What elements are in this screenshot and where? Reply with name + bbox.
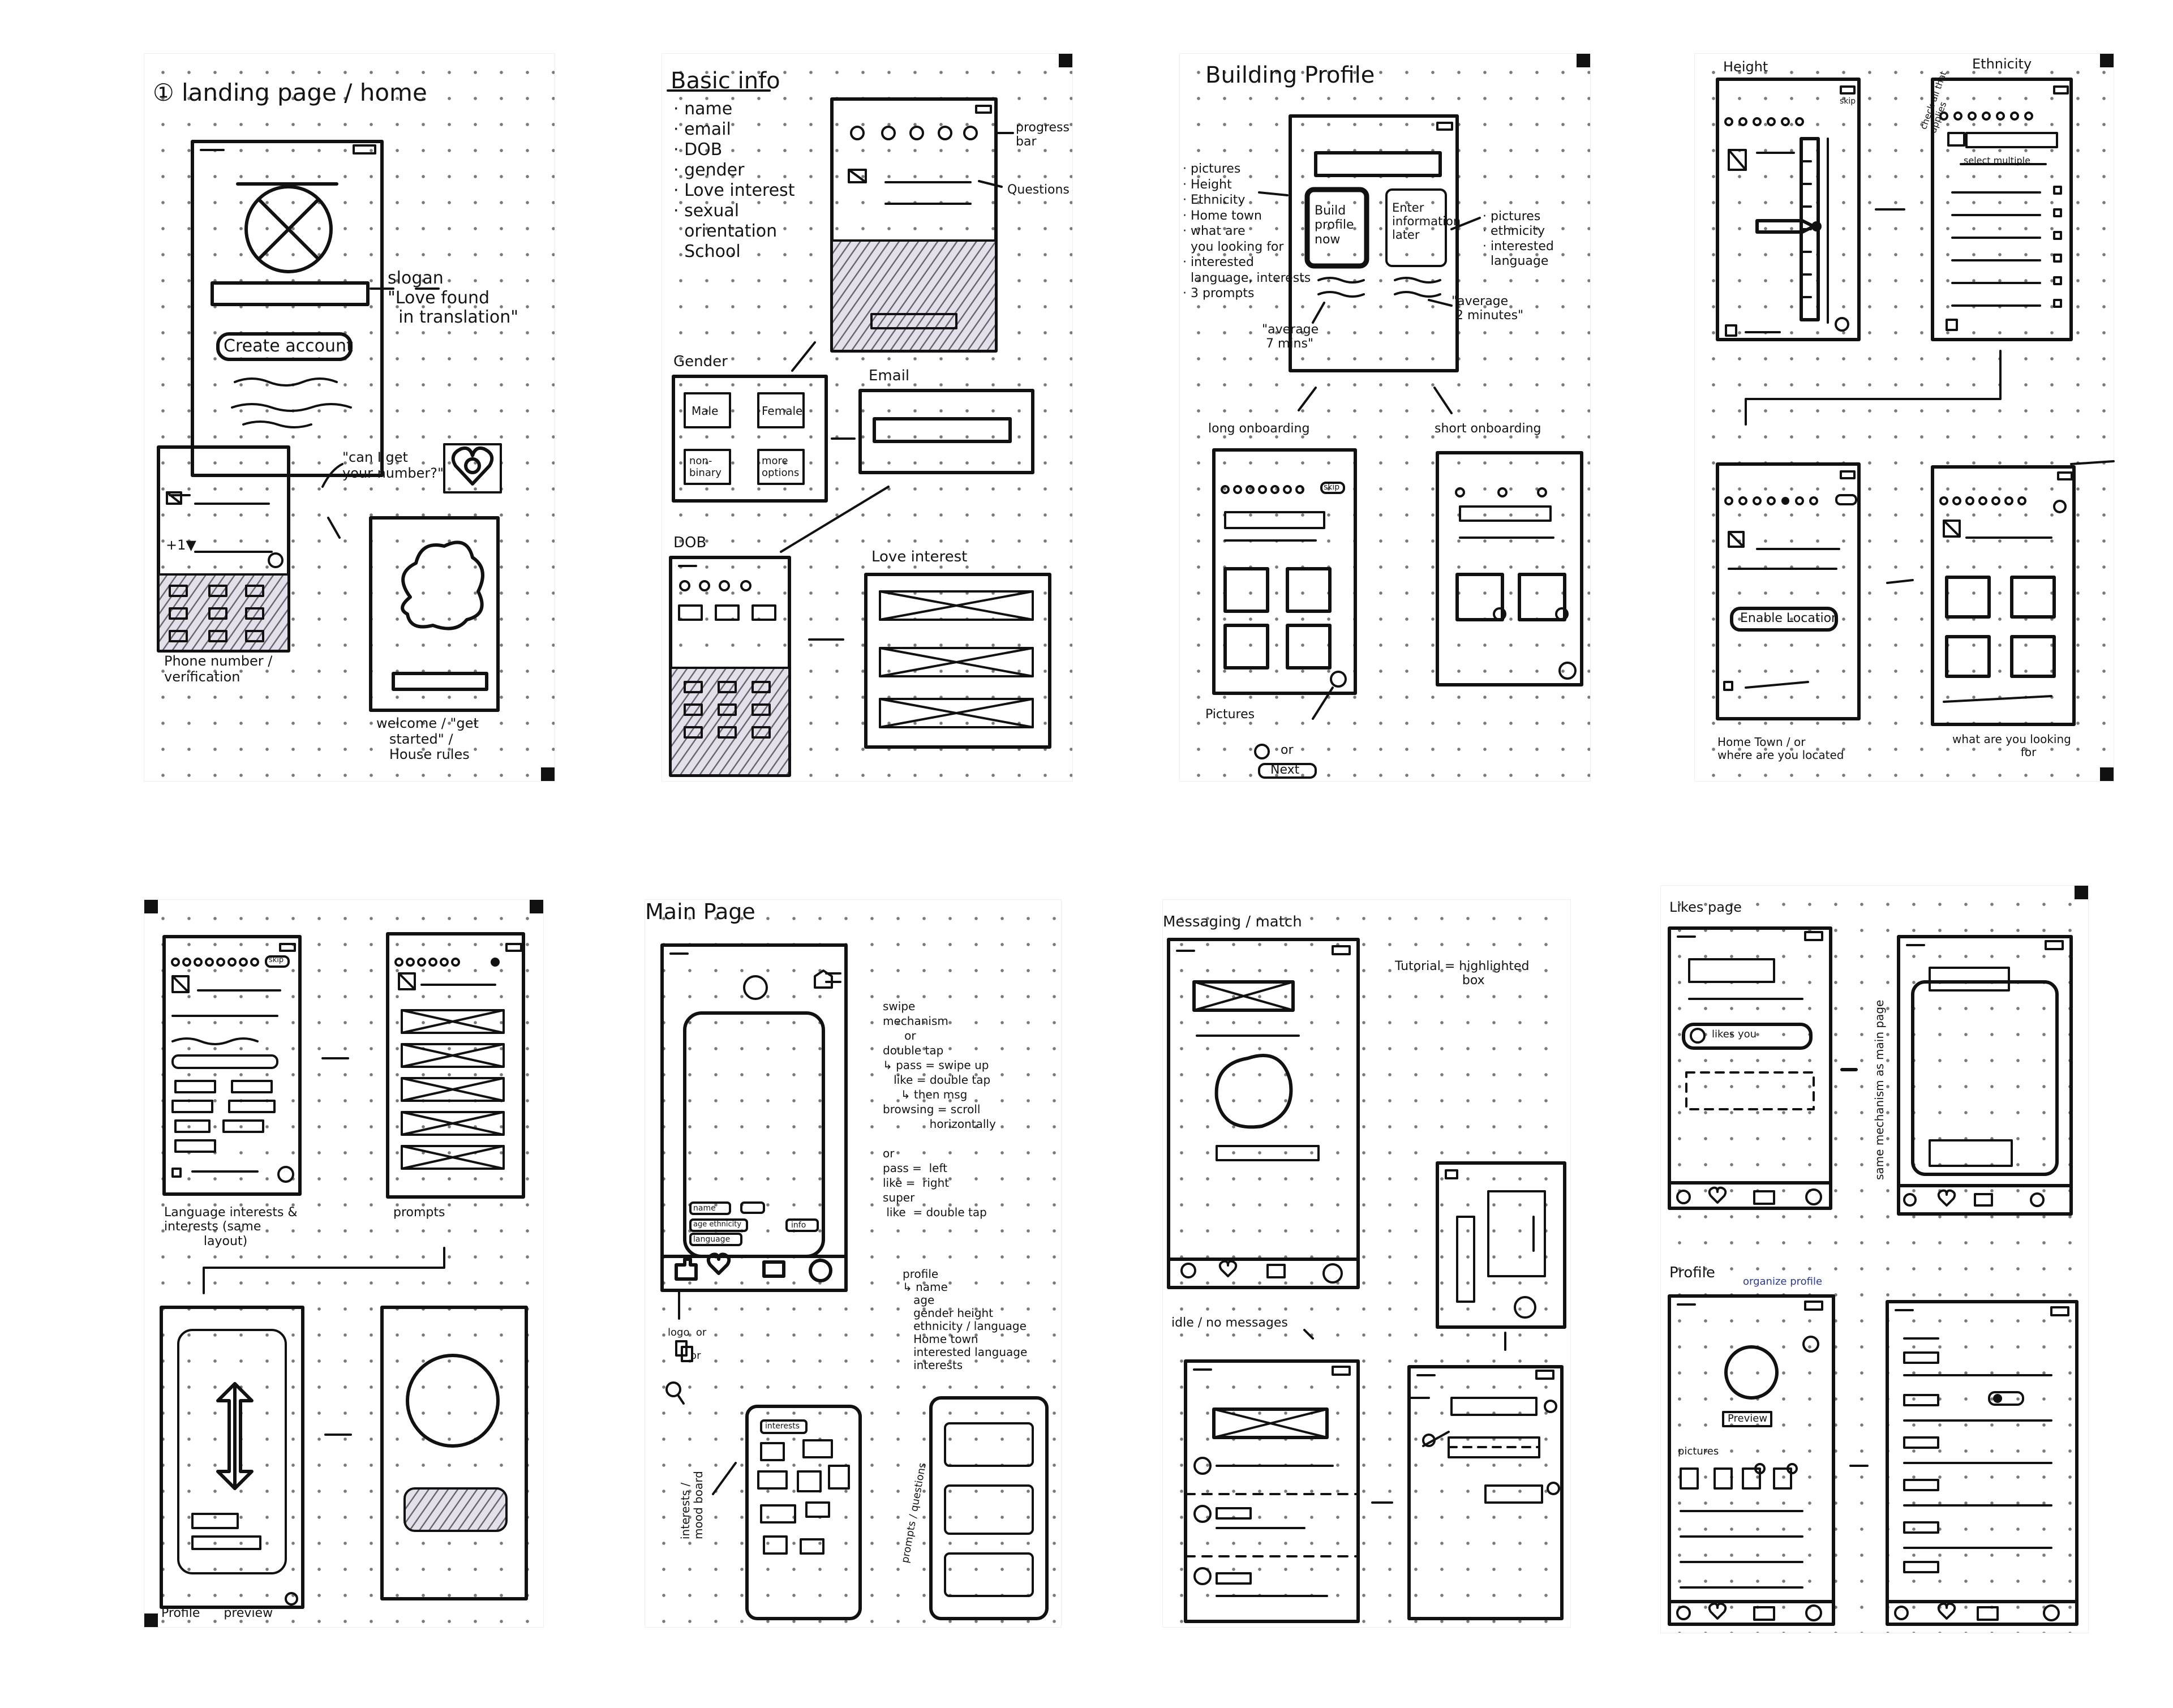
short-fields-list: · pictures · ethnicity · interested lang… [1483,209,1554,269]
avg-short-note: "average 2 minutes" [1451,294,1524,323]
gender-male[interactable]: Male [692,404,719,418]
love-interest-label: Love interest [871,548,968,565]
gender-label: Gender [673,353,728,370]
landing-wireframes [157,140,502,712]
age-chip: age ethnicity [693,1220,742,1229]
pictures-label: Pictures [1205,707,1255,722]
fields-list: · name · email · DOB · gender · Love int… [673,99,795,261]
messaging-wireframes [1167,938,1566,1623]
next-button[interactable]: Next [1270,763,1300,777]
skip-chip[interactable]: skip [1840,97,1856,106]
sketch-page-main: Main Page [645,899,1061,1627]
country-code: +1▼ [166,537,196,553]
page-corner [1577,54,1590,67]
building-profile-wireframes [1212,114,1583,779]
likes-profile-wireframes [1668,926,2078,1626]
page-corner [530,900,543,913]
page-corner [2100,767,2114,781]
slogan-note: slogan "Love found in translation" [388,268,519,327]
number-note: "can I get your number?" [342,449,444,481]
idle-label: idle / no messages [1171,1316,1288,1330]
sketch-page-landing: ① landing page / home [144,54,555,781]
or-text: or [1281,743,1294,757]
info-chip: info [791,1221,806,1230]
tutorial-note: Tutorial = highlighted box [1395,959,1530,988]
interaction-notes: swipe mechanism or double tap ↳ pass = s… [883,999,996,1219]
enable-location-button[interactable]: Enable Location [1740,611,1839,625]
left-fields-list: · pictures · Height · Ethnicity · Home t… [1183,162,1311,301]
page-corner [2075,886,2088,899]
page-title: ① landing page / home [153,79,427,106]
sketch-page-likes-profile: Likes page [1661,886,2088,1633]
interests-chip: interests [765,1422,800,1431]
page-title: Main Page [645,899,755,924]
page-title: Messaging / match [1163,913,1302,930]
language-chip: language [693,1235,731,1244]
page-title: Building Profile [1205,62,1375,88]
phone-label: Phone number / verification [164,653,273,685]
same-mechanism-note: same mechanism as main page [1873,999,1886,1180]
sketch-page-height-ethnicity: Height Ethnicity [1695,54,2115,781]
skip-chip[interactable]: skip [1324,483,1340,492]
name-chip: name [693,1204,716,1213]
profile-title: Profile [1669,1264,1715,1281]
height-label: Height [1723,59,1768,75]
looking-for-label: what are you looking for [1952,732,2071,759]
skip-chip[interactable]: skip [269,956,284,964]
sketch-page-basic-info: Basic info · name · email · DOB · gender… [662,54,1072,781]
preview-button[interactable]: Preview [1728,1413,1768,1424]
short-onboarding-label: short onboarding [1435,422,1541,436]
enter-later-button[interactable]: Enter information later [1392,201,1461,242]
sketch-page-building-profile: Building Profile · pictures · Height · E… [1180,54,1590,781]
ethnicity-label: Ethnicity [1972,56,2032,72]
email-label: Email [869,367,910,384]
page-corner [541,767,555,781]
main-page-wireframes [660,943,1049,1620]
interests-board-label: interests / mood board [678,1471,705,1539]
pictures-label: pictures [1678,1445,1719,1457]
prompts-label: prompts [393,1205,445,1220]
page-corner [2100,54,2114,67]
welcome-label: welcome / "get started" / House rules [376,715,479,763]
interests-prompts-wireframes [160,932,528,1609]
create-account-button[interactable]: Create account [224,336,353,356]
logo-note: logo or or [668,1327,707,1362]
progress-note: progress bar [1016,121,1070,149]
page-corner [144,1613,158,1627]
build-profile-now-button[interactable]: Build profile now [1315,204,1354,247]
organize-profile-note: organize profile [1743,1276,1823,1288]
likes-you-text: likes you [1712,1028,1757,1040]
hometown-label: Home Town / or where are you located [1717,735,1844,762]
height-ethnicity-wireframes [1716,78,2115,726]
profile-preview-label: Profile preview [161,1606,273,1620]
likes-page-title: Likes page [1669,899,1742,915]
page-corner [144,900,158,913]
long-onboarding-label: long onboarding [1208,422,1310,436]
sketch-page-interests-prompts: skip Language interests & interests (sam… [144,900,543,1627]
language-interests-label: Language interests & interests (same lay… [164,1205,298,1248]
questions-note: Questions [1007,183,1070,197]
select-multiple-note: select multiple [1964,155,2030,166]
gender-non-binary[interactable]: non- binary [689,455,722,479]
sketch-page-messaging: Messaging / match Tutorial = highlighted… [1163,900,1570,1627]
basic-info-wireframes [667,89,1051,777]
gender-more-options[interactable]: more options [762,455,800,479]
avg-long-note: "average 7 mins" [1262,323,1319,351]
gender-female[interactable]: Female [762,404,803,418]
page-corner [1059,54,1072,67]
profile-notes: profile ↳ name age gender height ethnici… [903,1267,1028,1372]
dob-label: DOB [673,534,707,551]
